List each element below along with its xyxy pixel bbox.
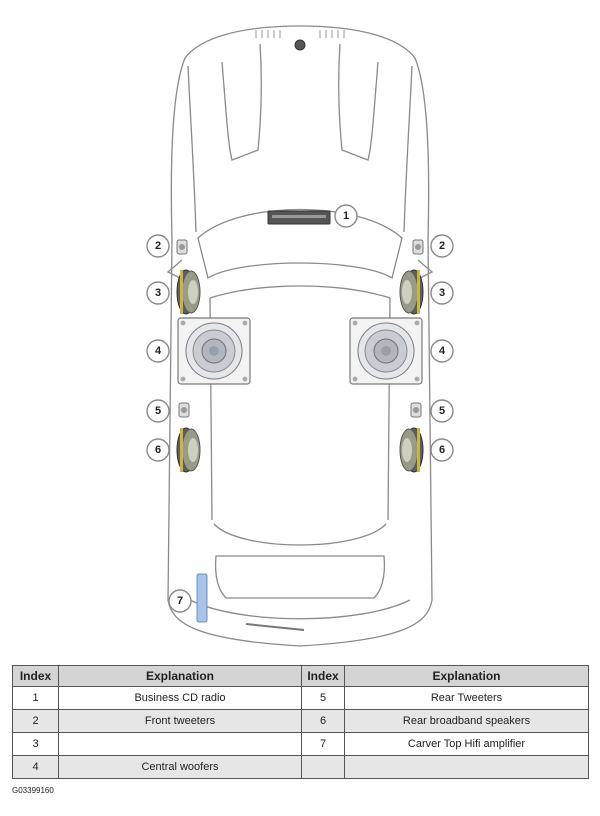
callout-4-right: 4 <box>430 339 454 363</box>
svg-text:6: 6 <box>155 444 161 456</box>
front-tweeter-left <box>176 239 188 255</box>
callout-1: 1 <box>334 204 358 228</box>
svg-text:4: 4 <box>439 345 446 357</box>
table-row: 4 Central woofers <box>12 755 589 779</box>
explanation-cell: Front tweeters <box>58 709 302 733</box>
rear-broadband-speaker-left <box>176 427 201 473</box>
rear-wiper <box>245 623 305 631</box>
table-row: 1 Business CD radio 5 Rear Tweeters <box>12 686 589 710</box>
index-cell: 6 <box>301 709 345 733</box>
svg-text:2: 2 <box>155 240 161 252</box>
header-index-b: Index <box>301 665 345 687</box>
explanation-cell <box>58 732 302 756</box>
callout-3-left: 3 <box>146 281 170 305</box>
front-grille <box>255 30 345 38</box>
component-legend-table: Index Explanation Index Explanation 1 Bu… <box>12 665 589 779</box>
brand-badge-icon <box>294 39 306 51</box>
svg-text:2: 2 <box>439 240 445 252</box>
speaker-3-right <box>399 269 424 315</box>
index-cell: 3 <box>12 732 59 756</box>
central-woofer-right <box>349 317 423 385</box>
front-tweeter-right <box>412 239 424 255</box>
callout-4-left: 4 <box>146 339 170 363</box>
index-cell: 2 <box>12 709 59 733</box>
svg-text:5: 5 <box>155 405 161 417</box>
callout-6-left: 6 <box>146 438 170 462</box>
table-row: 2 Front tweeters 6 Rear broadband speake… <box>12 709 589 733</box>
svg-text:5: 5 <box>439 405 445 417</box>
header-explanation-b: Explanation <box>344 665 589 687</box>
rear-broadband-speaker-right <box>399 427 424 473</box>
rear-tweeter-left <box>178 402 190 418</box>
svg-text:4: 4 <box>155 345 162 357</box>
svg-text:7: 7 <box>177 595 183 607</box>
cd-radio-unit <box>267 210 331 225</box>
vehicle-audio-diagram: 1 2 2 3 3 4 4 5 5 6 6 7 <box>146 25 454 647</box>
callout-3-right: 3 <box>430 281 454 305</box>
table-row: 3 7 Carver Top Hifi amplifier <box>12 732 589 756</box>
svg-text:6: 6 <box>439 444 445 456</box>
explanation-cell: Rear broadband speakers <box>344 709 589 733</box>
header-index-a: Index <box>12 665 59 687</box>
header-explanation-a: Explanation <box>58 665 302 687</box>
svg-text:3: 3 <box>155 287 161 299</box>
figure-id-label: G03399160 <box>12 786 54 795</box>
svg-text:3: 3 <box>439 287 445 299</box>
explanation-cell <box>344 755 589 779</box>
callout-2-left: 2 <box>146 234 170 258</box>
callout-5-left: 5 <box>146 399 170 423</box>
rear-tweeter-right <box>410 402 422 418</box>
explanation-cell: Business CD radio <box>58 686 302 710</box>
callout-6-right: 6 <box>430 438 454 462</box>
callout-2-right: 2 <box>430 234 454 258</box>
callout-5-right: 5 <box>430 399 454 423</box>
callout-7: 7 <box>168 589 192 613</box>
car-body-outline <box>166 25 434 647</box>
index-cell: 5 <box>301 686 345 710</box>
index-cell: 7 <box>301 732 345 756</box>
central-woofer-left <box>177 317 251 385</box>
index-cell: 4 <box>12 755 59 779</box>
explanation-cell: Rear Tweeters <box>344 686 589 710</box>
index-cell: 1 <box>12 686 59 710</box>
table-header-row: Index Explanation Index Explanation <box>12 665 589 687</box>
explanation-cell: Carver Top Hifi amplifier <box>344 732 589 756</box>
index-cell <box>301 755 345 779</box>
speaker-3-left <box>176 269 201 315</box>
svg-text:1: 1 <box>343 210 349 222</box>
amplifier-unit <box>196 573 208 623</box>
explanation-cell: Central woofers <box>58 755 302 779</box>
